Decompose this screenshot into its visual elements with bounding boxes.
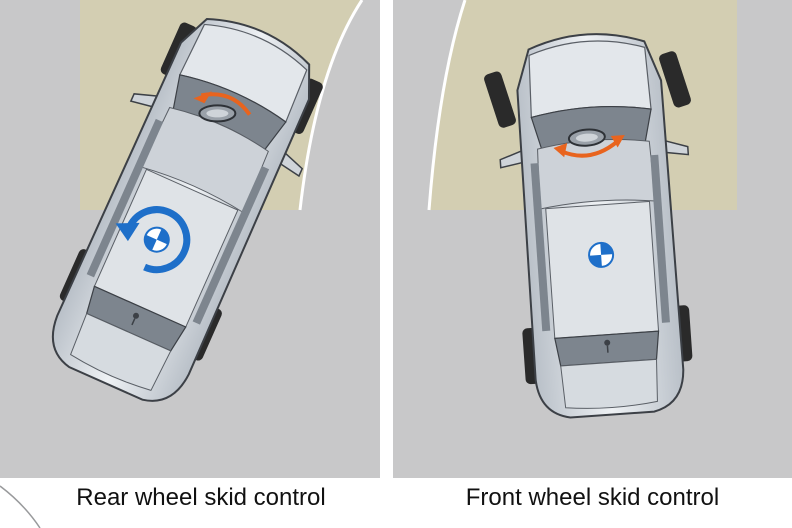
car-rear-skid (51, 17, 323, 402)
steering-arrow-icon (561, 139, 619, 158)
right-windows (650, 154, 670, 323)
rear-skid-panel (0, 0, 380, 478)
bonnet (528, 40, 652, 119)
tailgate (560, 358, 658, 409)
front-skid-caption: Front wheel skid control (465, 484, 720, 511)
road-edge-line (298, 0, 364, 211)
aerial (133, 312, 140, 319)
bottom-left-curve (0, 485, 41, 528)
center-of-gravity-icon (143, 226, 170, 253)
rear-skid-caption: Rear wheel skid control (76, 484, 326, 511)
front-right-tyre (659, 51, 691, 108)
tailgate (69, 312, 172, 391)
road-edge-line (427, 0, 467, 211)
center-of-gravity-icon (588, 241, 615, 268)
cabin-front (537, 138, 657, 210)
rotation-arrow-icon (126, 206, 191, 274)
car-front-skid (484, 33, 693, 419)
roof (545, 200, 660, 339)
steering-wheel-icon (198, 104, 237, 123)
aerial (604, 339, 611, 346)
front-left-tyre (484, 71, 516, 128)
front-skid-panel (393, 0, 792, 478)
left-windows (86, 118, 164, 278)
left-windows (530, 163, 551, 332)
right-windows (192, 166, 270, 325)
steering-wheel-icon (567, 128, 606, 147)
